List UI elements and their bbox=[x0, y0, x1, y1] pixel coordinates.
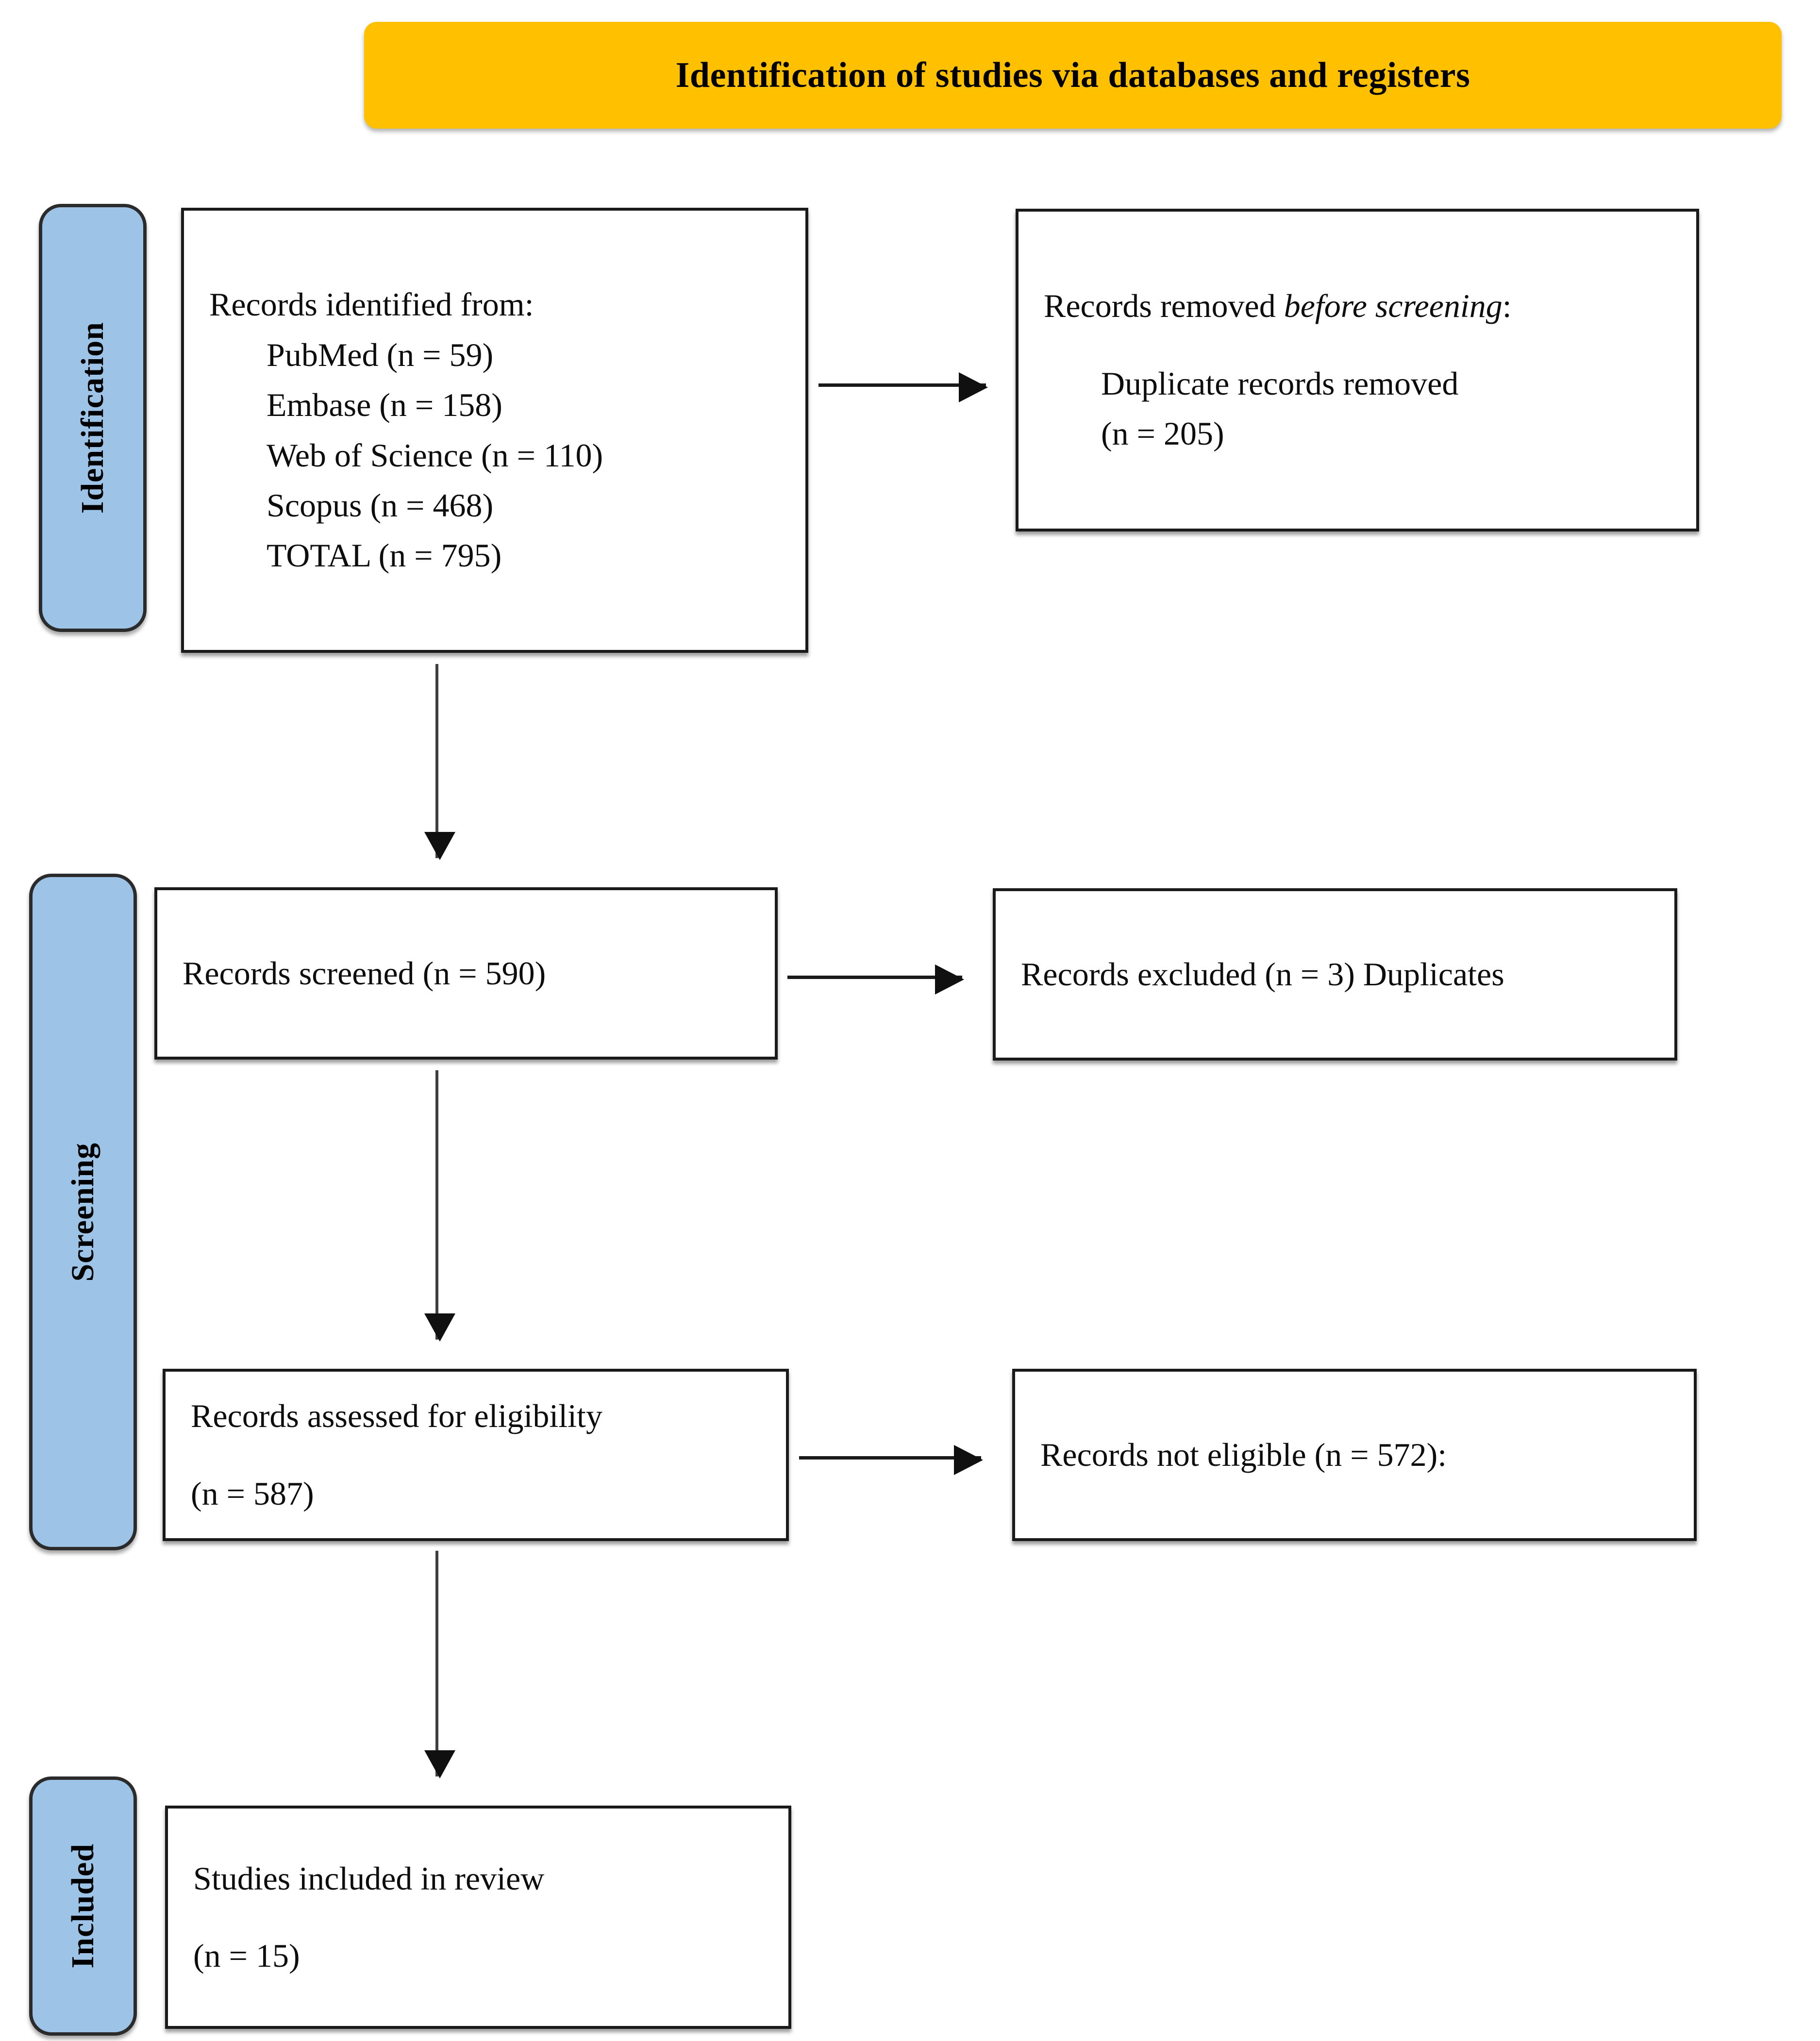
records-not-eligible-text: Records not eligible (n = 572): bbox=[1040, 1436, 1447, 1473]
diagram-header-banner: Identification of studies via databases … bbox=[364, 22, 1782, 129]
stage-label-identification-text: Identification bbox=[75, 322, 110, 514]
records-identified-source-web-of-science: Web of Science (n = 110) bbox=[267, 436, 603, 474]
records-identified-source-embase: Embase (n = 158) bbox=[267, 386, 502, 424]
arrow-assessed-to-included bbox=[424, 1551, 455, 1778]
records-identified-source-pubmed: PubMed (n = 59) bbox=[267, 336, 494, 373]
node-records-identified: Records identified from: PubMed (n = 59)… bbox=[181, 208, 808, 653]
records-removed-heading-suffix: : bbox=[1502, 287, 1512, 325]
stage-label-screening: Screening bbox=[29, 874, 137, 1550]
records-identified-source-total: TOTAL (n = 795) bbox=[267, 537, 502, 574]
stage-label-included-text: Included bbox=[65, 1843, 100, 1969]
records-removed-detail: Duplicate records removed bbox=[1101, 365, 1459, 402]
records-identified-source-scopus: Scopus (n = 468) bbox=[267, 486, 494, 524]
records-screened-text: Records screened (n = 590) bbox=[183, 954, 546, 992]
records-excluded-text: Records excluded (n = 3) Duplicates bbox=[1021, 955, 1504, 993]
node-records-excluded: Records excluded (n = 3) Duplicates bbox=[993, 888, 1677, 1061]
studies-included-count: (n = 15) bbox=[193, 1937, 300, 1974]
records-identified-heading: Records identified from: bbox=[209, 286, 534, 323]
arrow-screened-to-assessed bbox=[424, 1070, 455, 1342]
node-studies-included: Studies included in review (n = 15) bbox=[165, 1806, 791, 2029]
arrow-identified-to-screened bbox=[424, 664, 455, 860]
stage-label-included: Included bbox=[29, 1776, 137, 2036]
arrow-screened-to-excluded bbox=[787, 964, 964, 995]
arrow-identified-to-removed bbox=[818, 372, 988, 402]
records-assessed-count: (n = 587) bbox=[191, 1475, 314, 1512]
node-records-removed-before-screening: Records removed before screening: Duplic… bbox=[1016, 209, 1699, 531]
records-assessed-text: Records assessed for eligibility bbox=[191, 1397, 602, 1435]
records-removed-heading-italic: before screening bbox=[1284, 287, 1503, 325]
records-removed-heading-plain: Records removed bbox=[1044, 287, 1284, 325]
records-removed-heading: Records removed before screening: bbox=[1044, 281, 1671, 331]
arrow-assessed-to-not-eligible bbox=[799, 1445, 983, 1475]
records-removed-count: (n = 205) bbox=[1101, 415, 1224, 452]
node-records-not-eligible: Records not eligible (n = 572): bbox=[1012, 1369, 1697, 1541]
stage-label-identification: Identification bbox=[39, 204, 147, 632]
studies-included-text: Studies included in review bbox=[193, 1859, 545, 1897]
node-records-assessed-for-eligibility: Records assessed for eligibility (n = 58… bbox=[163, 1369, 789, 1541]
page-title: Identification of studies via databases … bbox=[675, 55, 1470, 95]
stage-label-screening-text: Screening bbox=[65, 1142, 100, 1282]
node-records-screened: Records screened (n = 590) bbox=[154, 887, 778, 1060]
